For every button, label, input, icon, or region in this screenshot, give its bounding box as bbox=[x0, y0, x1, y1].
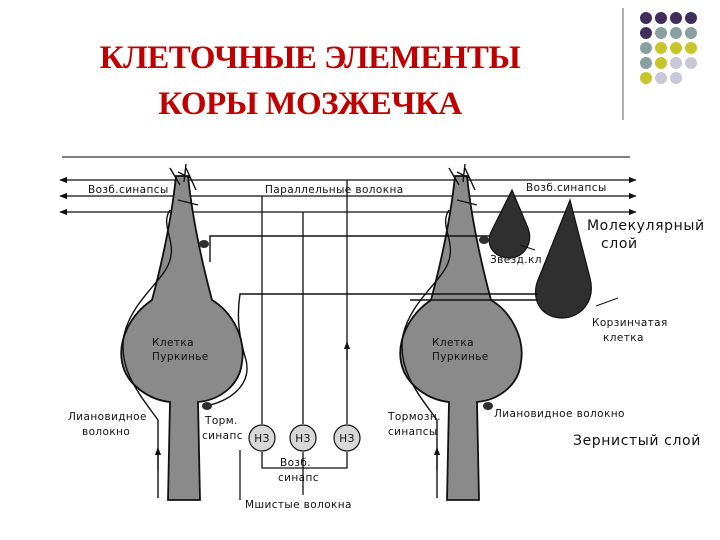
label-exc-synapse-2: синапс bbox=[278, 472, 319, 484]
decor-dot bbox=[655, 57, 667, 69]
label-granule-3: НЗ bbox=[339, 433, 354, 445]
label-inh-synapse-2: синапс bbox=[202, 430, 243, 442]
stellate-cell bbox=[488, 188, 531, 259]
decor-dot bbox=[685, 57, 697, 69]
label-inh-synapses-2: синапсы bbox=[388, 426, 438, 438]
label-inh-synapses-1: Тормозн. bbox=[387, 411, 441, 423]
decor-dot bbox=[640, 12, 652, 24]
label-basket-cell-2: клетка bbox=[603, 332, 644, 344]
basket-cell bbox=[534, 198, 592, 319]
title-line-1: КЛЕТОЧНЫЕ ЭЛЕМЕНТЫ bbox=[99, 40, 521, 76]
decor-dot bbox=[655, 72, 667, 84]
label-exc-synapses-left: Возб.синапсы bbox=[88, 184, 169, 196]
decor-dot bbox=[655, 42, 667, 54]
label-exc-synapse-1: Возб. bbox=[280, 457, 311, 469]
decor-dot bbox=[640, 27, 652, 39]
label-purkinje-left-2: Пуркинье bbox=[152, 351, 209, 363]
label-molecular-layer-2: слой bbox=[601, 236, 638, 252]
granule-cell-2 bbox=[289, 424, 317, 452]
decor-dot bbox=[640, 72, 652, 84]
label-climbing-fiber-right: Лиановидное волокно bbox=[494, 408, 625, 420]
granule-cell-3 bbox=[333, 424, 361, 452]
decor-dot bbox=[670, 12, 682, 24]
slide-title: КЛЕТОЧНЫЕ ЭЛЕМЕНТЫ КОРЫ МОЗЖЕЧКА bbox=[30, 35, 590, 127]
decor-dot bbox=[640, 42, 652, 54]
label-granule-1: НЗ bbox=[254, 433, 269, 445]
label-purkinje-left-1: Клетка bbox=[152, 337, 194, 349]
mossy-fibers bbox=[239, 450, 348, 500]
label-purkinje-right-2: Пуркинье bbox=[432, 351, 489, 363]
label-granular-layer: Зернистый слой bbox=[573, 433, 701, 449]
decor-dot bbox=[685, 12, 697, 24]
granule-axons bbox=[154, 180, 441, 470]
decor-dot bbox=[655, 12, 667, 24]
label-basket-cell-1: Корзинчатая bbox=[592, 317, 668, 329]
granule-cells bbox=[248, 424, 361, 452]
label-granule-2: НЗ bbox=[295, 433, 310, 445]
inhibitory-axons bbox=[209, 235, 538, 406]
label-stellate-cell: Звезд.кл bbox=[490, 254, 542, 266]
granule-cell-1 bbox=[248, 424, 276, 452]
purkinje-cell-right bbox=[399, 163, 523, 501]
decor-divider bbox=[622, 8, 624, 120]
purkinje-cell-left bbox=[120, 163, 244, 501]
decor-dot bbox=[640, 57, 652, 69]
label-mossy-fibers: Мшистые волокна bbox=[245, 499, 352, 511]
decor-dot bbox=[670, 72, 682, 84]
pointer-lines bbox=[519, 244, 619, 307]
label-parallel-fibers: Параллельные волокна bbox=[265, 184, 404, 196]
label-climbing-fiber-left-1: Лиановидное bbox=[68, 411, 147, 423]
decor-dot bbox=[670, 27, 682, 39]
label-purkinje-right-1: Клетка bbox=[432, 337, 474, 349]
decor-dot bbox=[670, 42, 682, 54]
decor-dot bbox=[655, 27, 667, 39]
label-climbing-fiber-left-2: волокно bbox=[82, 426, 130, 438]
decor-dot bbox=[685, 42, 697, 54]
label-exc-synapses-right: Возб.синапсы bbox=[526, 182, 607, 194]
title-line-2: КОРЫ МОЗЖЕЧКА bbox=[158, 86, 462, 122]
synapse-terminals bbox=[199, 236, 493, 410]
label-inh-synapse-1: Торм. bbox=[204, 415, 238, 427]
climbing-fibers bbox=[122, 209, 452, 498]
label-molecular-layer-1: Молекулярный bbox=[587, 218, 705, 234]
parallel-fibers bbox=[59, 176, 637, 216]
decor-dot bbox=[670, 57, 682, 69]
decor-dot bbox=[685, 27, 697, 39]
